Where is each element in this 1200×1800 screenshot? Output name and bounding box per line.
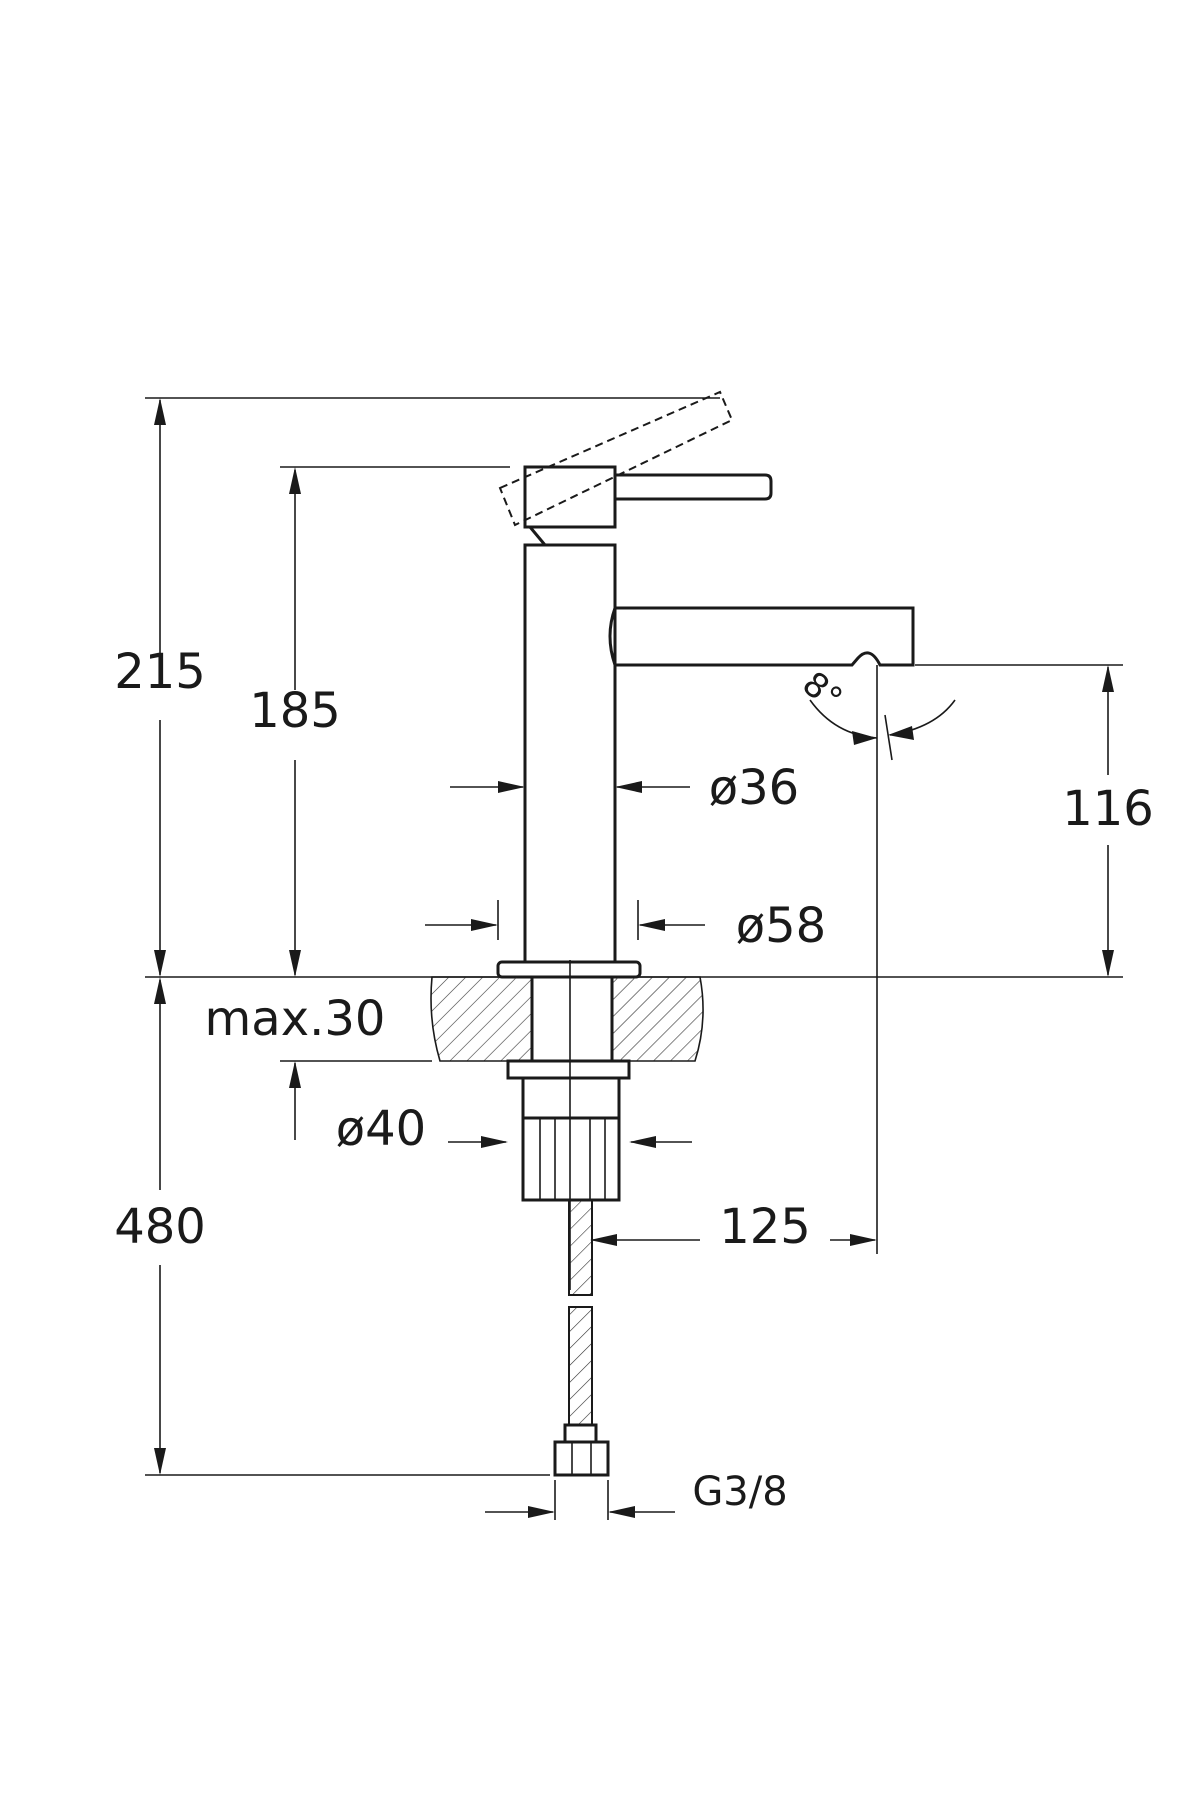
dim-spout-reach: 125: [719, 1199, 811, 1255]
dim-nut-diameter: ø40: [336, 1101, 426, 1157]
dim-total-height: 215: [114, 644, 206, 700]
dim-max-thickness: max.30: [205, 991, 386, 1047]
dim-hose-length: 480: [114, 1199, 206, 1255]
dim-spout-height: 116: [1062, 781, 1154, 837]
dimension-lines: [154, 398, 1114, 1518]
dim-flange-diameter: ø58: [736, 898, 826, 954]
supply-hose: [553, 1199, 610, 1477]
dim-body-diameter: ø36: [709, 760, 799, 816]
faucet-body: [496, 390, 915, 979]
countertop: [430, 976, 704, 1062]
dim-connection-thread: G3/8: [692, 1469, 787, 1515]
dim-body-height: 185: [249, 683, 341, 739]
dim-spout-angle: 8°: [794, 664, 849, 719]
